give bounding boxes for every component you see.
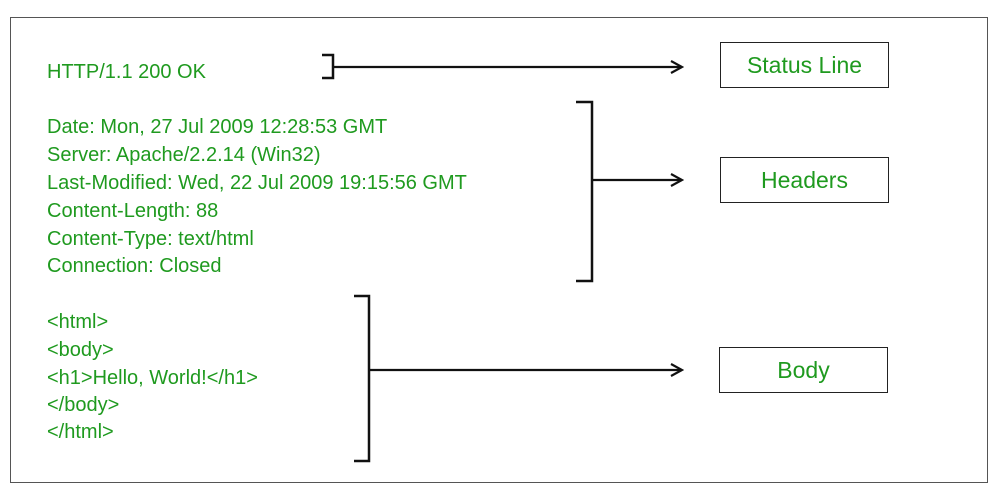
header-line-server: Server: Apache/2.2.14 (Win32) bbox=[47, 144, 321, 166]
header-line-last-modified: Last-Modified: Wed, 22 Jul 2009 19:15:56… bbox=[47, 172, 467, 194]
header-line-content-length: Content-Length: 88 bbox=[47, 200, 219, 222]
headers-label: Headers bbox=[761, 166, 848, 193]
headers-bracket bbox=[576, 100, 594, 283]
body-line-body-open: <body> bbox=[47, 339, 114, 361]
status-line-label: Status Line bbox=[746, 51, 863, 78]
headers-label-box: Headers bbox=[720, 157, 889, 203]
body-line-html-open: <html> bbox=[47, 311, 109, 333]
header-line-connection: Connection: Closed bbox=[47, 255, 222, 277]
status-line-text: HTTP/1.1 200 OK bbox=[47, 61, 206, 83]
body-bracket bbox=[354, 294, 371, 463]
status-bracket bbox=[322, 53, 335, 80]
body-line-h1: <h1>Hello, World!</h1> bbox=[47, 367, 258, 389]
header-line-date: Date: Mon, 27 Jul 2009 12:28:53 GMT bbox=[47, 116, 388, 138]
body-line-html-close: </html> bbox=[47, 421, 114, 443]
body-line-body-close: </body> bbox=[47, 394, 120, 416]
header-line-content-type: Content-Type: text/html bbox=[47, 228, 254, 250]
body-label: Body bbox=[777, 356, 830, 383]
status-line-label-box: Status Line bbox=[720, 42, 889, 88]
diagram-frame bbox=[10, 17, 988, 483]
body-label-box: Body bbox=[719, 347, 888, 393]
